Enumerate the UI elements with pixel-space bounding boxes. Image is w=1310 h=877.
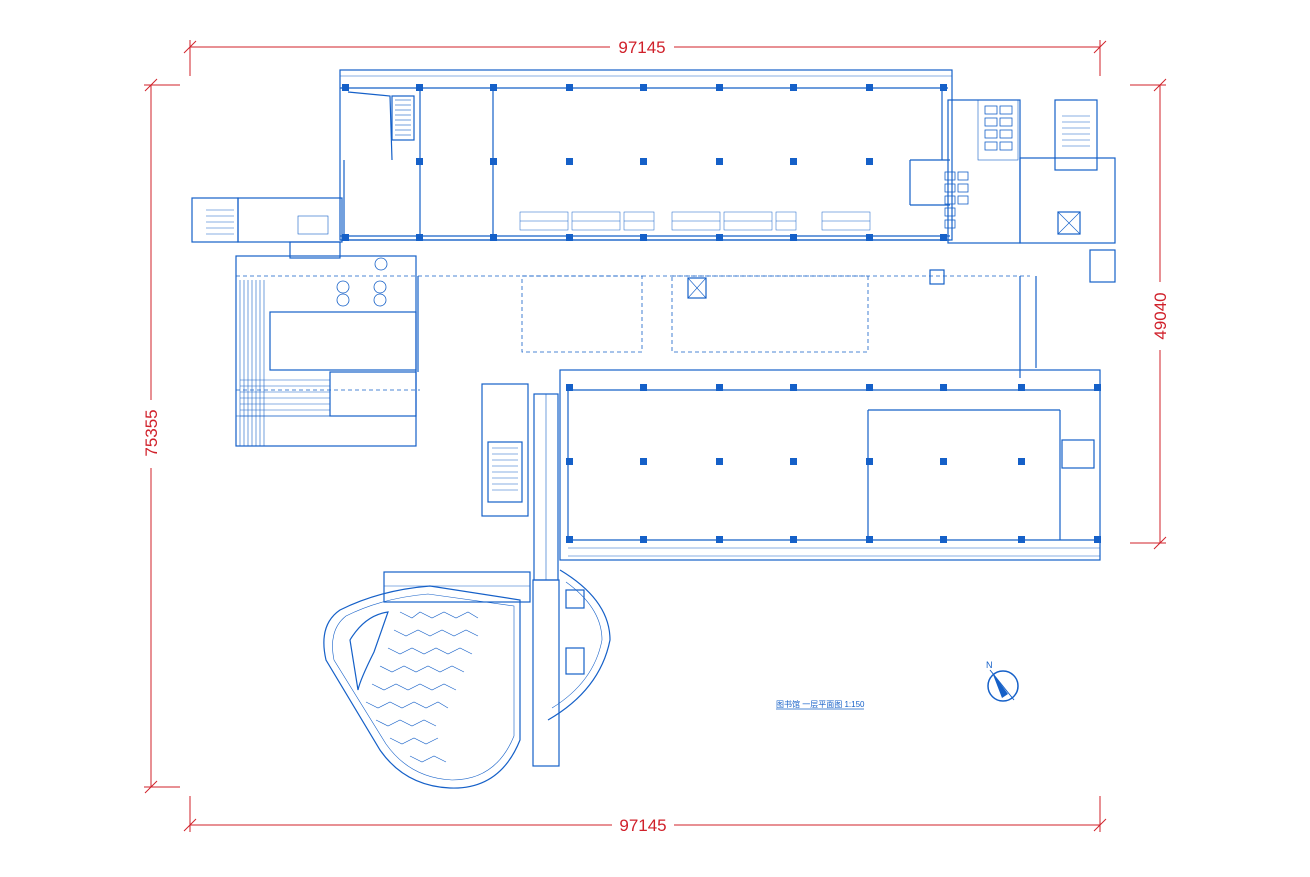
- columns-north: [342, 84, 947, 241]
- west-entrance: [191, 197, 343, 259]
- north-arrow-label: N: [986, 660, 993, 670]
- dimension-top-value: 97145: [618, 38, 665, 57]
- stair-north-west: [347, 91, 415, 161]
- west-terrace: [235, 255, 417, 447]
- north-arrow: N: [986, 660, 1019, 702]
- bookshelves-north: [519, 211, 871, 231]
- dimension-left-value: 75355: [142, 409, 161, 456]
- dimension-right: [1130, 78, 1167, 550]
- connector-stair: [481, 383, 559, 581]
- south-wing: [559, 369, 1101, 561]
- dimension-bottom-value: 97145: [619, 816, 666, 835]
- columns-south: [566, 384, 1101, 543]
- north-wing: [339, 69, 953, 241]
- dimension-left: [144, 78, 180, 794]
- east-core: [944, 99, 1116, 283]
- dimension-right-value: 49040: [1151, 292, 1170, 339]
- dimension-top: [183, 40, 1107, 76]
- auditorium: [323, 569, 611, 789]
- drawing-caption: 图书馆 一层平面图 1:150: [776, 699, 865, 709]
- dimension-bottom: [183, 796, 1107, 832]
